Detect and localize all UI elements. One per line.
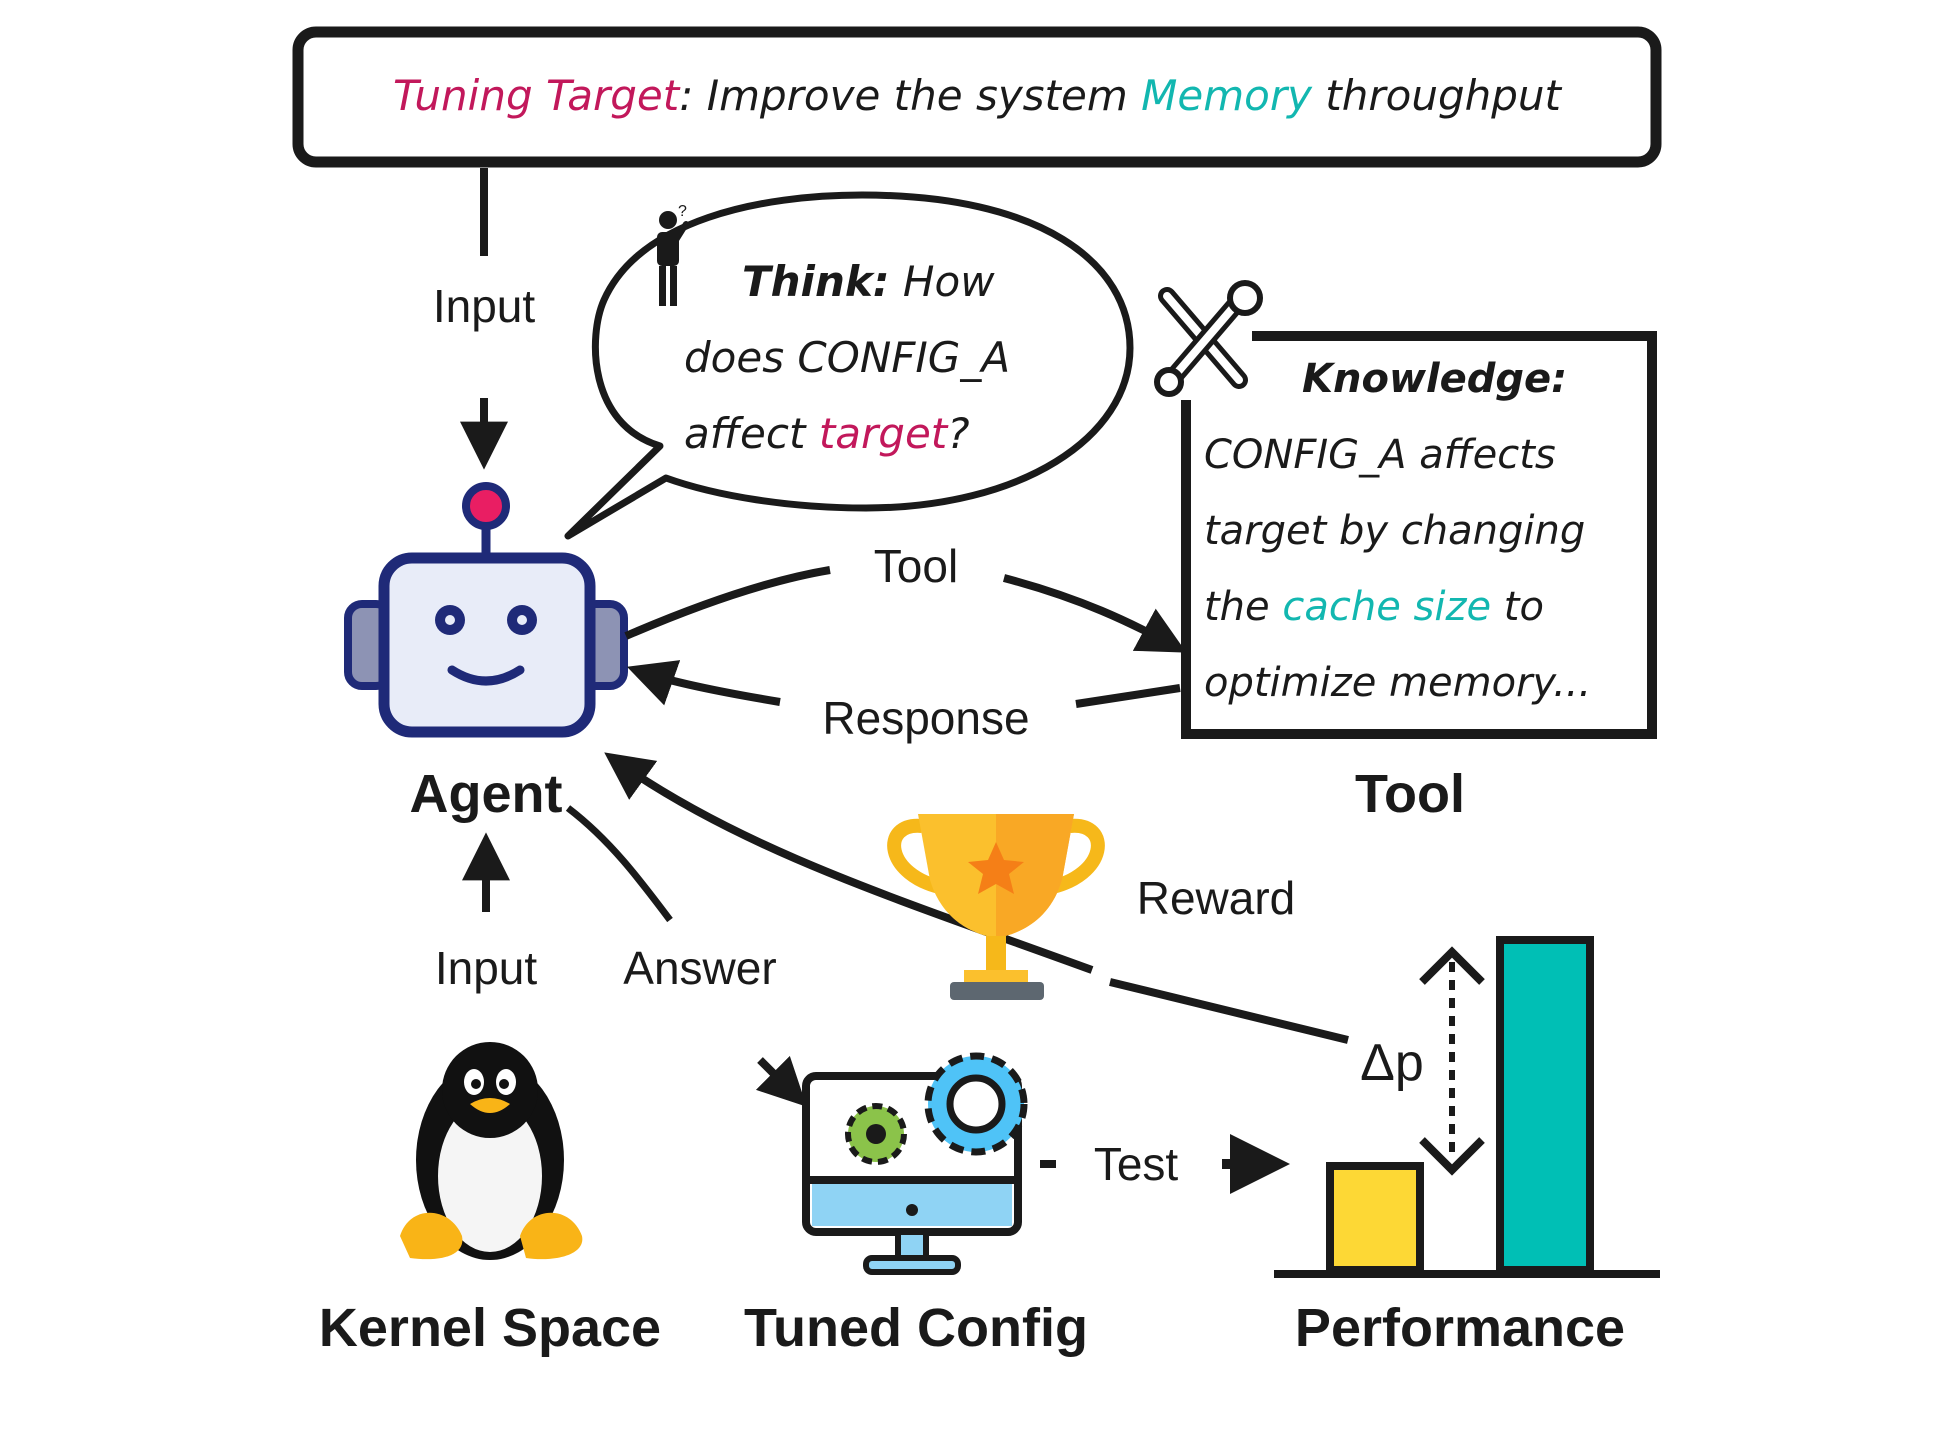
knowledge-line-3: the cache size to	[1204, 584, 1544, 630]
input-top-label: Input	[433, 280, 536, 332]
kernel-space-label: Kernel Space	[319, 1298, 661, 1358]
delta-arrow-up	[1419, 946, 1485, 985]
performance-label: Performance	[1295, 1298, 1625, 1358]
svg-text:?: ?	[678, 203, 687, 220]
knowledge-line-4: optimize memory...	[1204, 660, 1591, 706]
think-line-1: Think: How	[742, 257, 995, 306]
knowledge-line-1: CONFIG_A affects	[1204, 432, 1556, 478]
tuning-target-box: Tuning Target: Improve the system Memory…	[292, 26, 1662, 168]
tuned-config-label: Tuned Config	[744, 1298, 1088, 1358]
target-highlight: Memory	[1141, 71, 1313, 120]
answer-line	[565, 805, 673, 923]
knowledge-title: Knowledge:	[1302, 356, 1567, 402]
response-line-right	[1075, 684, 1181, 708]
performance-bar-after	[1496, 936, 1594, 1274]
thinking-person-icon: ?	[657, 203, 689, 306]
agent-label: Agent	[410, 764, 563, 824]
tool-call-line-left	[624, 566, 831, 640]
think-line-3: affect target?	[684, 409, 970, 458]
response-line-left	[626, 660, 781, 706]
input-bottom-label: Input	[435, 942, 538, 994]
linux-penguin-icon	[400, 1042, 583, 1260]
tuning-target-text: Tuning Target: Improve the system Memory…	[393, 71, 1563, 120]
delta-label: Δp	[1360, 1034, 1424, 1092]
tool-call-line-right	[1002, 574, 1187, 653]
target-prefix: Tuning Target	[393, 71, 681, 120]
reward-label: Reward	[1137, 872, 1296, 924]
monitor-gears-icon	[802, 1052, 1028, 1275]
think-line-2: does CONFIG_A	[684, 333, 1010, 382]
wrench-screwdriver-icon	[1154, 280, 1263, 397]
performance-chart: Δp	[1274, 936, 1660, 1278]
delta-arrow-down	[1419, 1137, 1485, 1176]
test-label: Test	[1094, 1138, 1179, 1190]
answer-to-config-arrow	[755, 1055, 807, 1107]
trophy-icon	[887, 814, 1105, 1000]
knowledge-line-2: target by changing	[1204, 508, 1585, 554]
tool-label: Tool	[1355, 764, 1465, 824]
robot-icon	[344, 482, 628, 738]
performance-bar-before	[1326, 1162, 1424, 1274]
answer-label: Answer	[623, 942, 776, 994]
tool-arrow-label: Tool	[874, 540, 958, 592]
knowledge-box: Knowledge: CONFIG_A affects target by ch…	[1181, 331, 1657, 739]
reward-line-lower	[1109, 978, 1349, 1044]
reward-line-upper	[604, 752, 1094, 974]
think-bubble: Think: How does CONFIG_A affect target?	[564, 191, 1134, 540]
response-label: Response	[822, 692, 1029, 744]
